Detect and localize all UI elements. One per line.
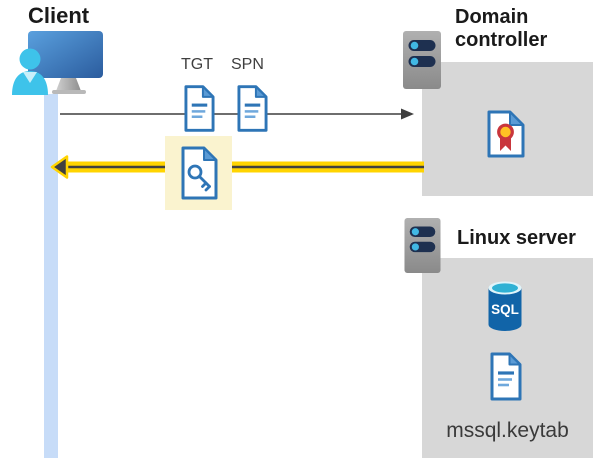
monitor-base [52, 90, 86, 94]
request-arrow [60, 108, 414, 120]
client-timeline-bar [44, 94, 58, 458]
spn-label: SPN [231, 56, 264, 73]
response-arrow [50, 155, 424, 179]
service-ticket-key-document-icon [181, 146, 218, 200]
client-title: Client [28, 3, 90, 28]
monitor-stand [56, 78, 81, 91]
keytab-filename-label: mssql.keytab [446, 419, 569, 442]
certificate-document-icon [487, 110, 525, 158]
linux-server-title: Linux server [457, 227, 576, 249]
sql-database-icon: SQL [488, 281, 522, 331]
person-head [19, 48, 41, 70]
monitor-screen [28, 31, 103, 78]
domain-controller-server-icon [403, 31, 441, 89]
sql-icon-label: SQL [491, 302, 519, 317]
tgt-label: TGT [181, 56, 213, 73]
linux-server-rack-icon [404, 218, 441, 273]
tgt-document-icon [184, 85, 215, 132]
spn-document-icon [237, 85, 268, 132]
keytab-document-icon [490, 352, 522, 401]
person-collar [23, 72, 37, 83]
client-monitor-user-icon [12, 31, 103, 95]
domain-controller-title: Domain controller [455, 6, 548, 51]
